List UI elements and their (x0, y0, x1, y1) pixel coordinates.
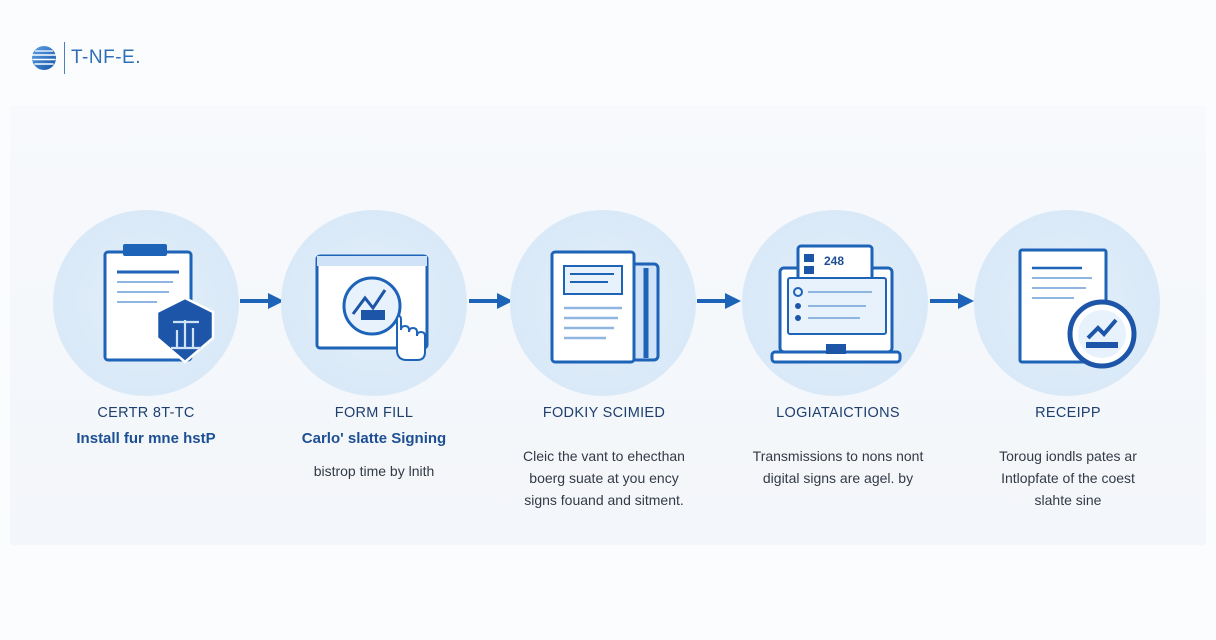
step-2-desc: bistrop time by lnith (259, 460, 489, 482)
step-4-title: LOGIATAICTIONS (776, 405, 900, 421)
form-chart-pointer-icon (315, 254, 429, 361)
laptop-document-icon: 248 (770, 244, 902, 364)
step-5-desc-line: slahte sine (1034, 492, 1102, 508)
step-4-desc-line: Transmissions to nons nont (752, 448, 924, 464)
step-5-desc-line: Toroug iondls pates ar (999, 448, 1137, 464)
step-3-desc: Cleic the vant to ehecthan boerg suate a… (489, 445, 719, 511)
step-4-desc-line: digital signs are agel. by (762, 470, 914, 486)
step-5-desc-line: Intlopfate of the coest (1001, 470, 1135, 486)
step-4-circle: 248 (742, 210, 928, 396)
logo-text: T-NF-E. (71, 47, 141, 68)
step-3-circle (510, 210, 696, 396)
step-2-circle (281, 210, 467, 396)
step-5-desc: Toroug iondls pates ar Intlopfate of the… (953, 445, 1183, 511)
arrow-right-icon (240, 293, 284, 309)
step-2-subtitle: Carlo' slatte Signing (301, 430, 447, 447)
step-3-desc-line: Cleic the vant to ehecthan (523, 448, 685, 464)
receipt-check-icon (1018, 248, 1137, 369)
step-1-subtitle: Install fur mne hstP (76, 430, 216, 447)
arrow-right-icon (697, 293, 741, 309)
laptop-badge: 248 (824, 254, 844, 268)
document-folder-icon (550, 250, 660, 364)
step-3-title: FODKIY SCIMIED (542, 405, 666, 421)
step-2-title: FORM FILL (334, 405, 414, 421)
arrow-right-icon (469, 293, 513, 309)
step-5-title: RECEIPP (1035, 405, 1101, 421)
step-4-desc: Transmissions to nons nont digital signs… (723, 445, 953, 489)
logo-divider (64, 42, 65, 74)
globe-icon (32, 46, 56, 70)
step-1-title: CERTR 8T-TC (97, 405, 195, 421)
step-5-circle (974, 210, 1160, 396)
certificate-shield-icon (103, 244, 215, 364)
step-1-circle (53, 210, 239, 396)
arrow-right-icon (930, 293, 974, 309)
step-3-desc-line: boerg suate at you ency (529, 470, 679, 486)
brand-logo: T-NF-E. (30, 40, 141, 76)
step-2-desc-line: bistrop time by lnith (313, 463, 435, 479)
step-3-desc-line: signs fouand and sitment. (524, 492, 684, 508)
